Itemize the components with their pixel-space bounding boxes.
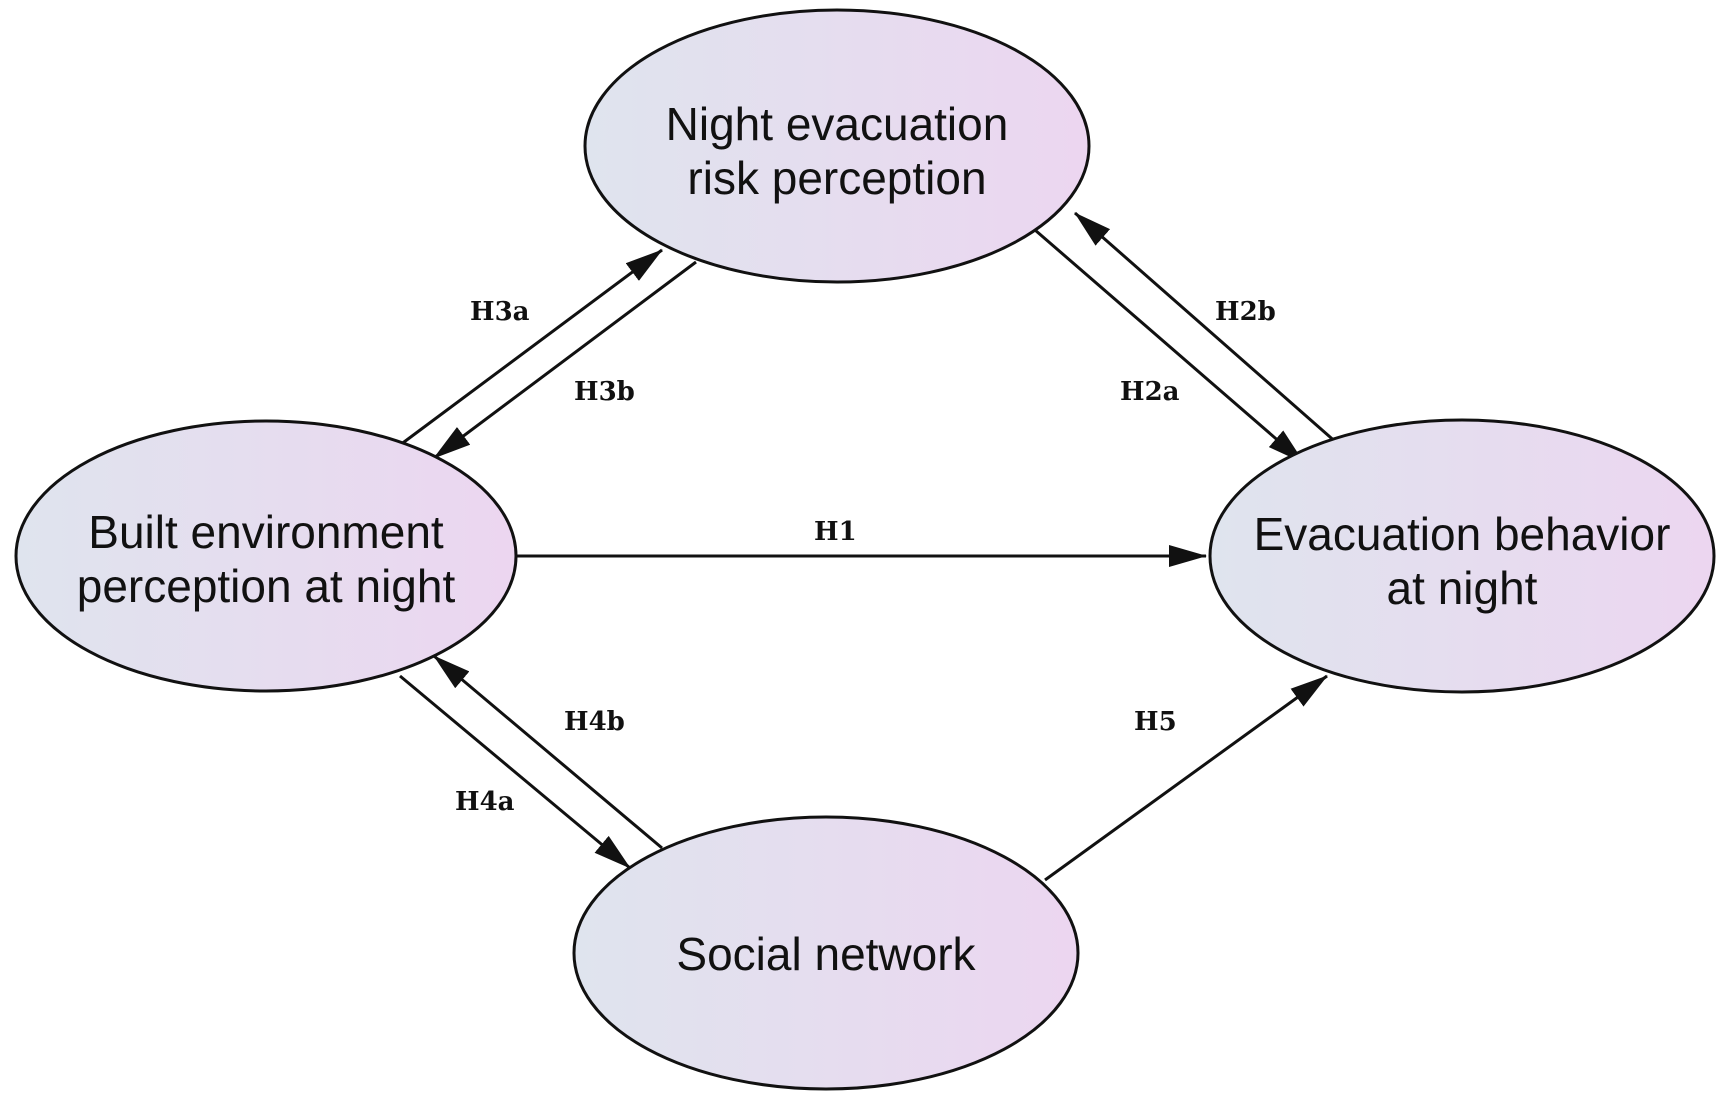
edge-label-h2b: H2b (1215, 297, 1276, 327)
node-built-environment-perception: Built environment perception at night (14, 419, 518, 693)
edge-label-h3b: H3b (574, 377, 635, 407)
edge-label-h3a: H3a (470, 297, 530, 327)
node-risk-line2: risk perception (687, 152, 986, 204)
node-evacuation-behavior-at-night: Evacuation behavior at night (1208, 418, 1716, 694)
edge-label-h1: H1 (814, 517, 857, 547)
edge-h4a-arrow (399, 674, 631, 870)
edge-h4b-arrow (433, 654, 663, 850)
node-built-line2: perception at night (77, 560, 456, 612)
node-night-evacuation-risk-perception: Night evacuation risk perception (583, 8, 1091, 284)
node-risk-line1: Night evacuation (666, 98, 1009, 150)
edge-label-h5: H5 (1134, 707, 1177, 737)
edge-label-h4a: H4a (455, 787, 515, 817)
node-behavior-line2: at night (1387, 562, 1538, 614)
edge-h5-arrow (1044, 674, 1328, 882)
edge-h3a-arrow (399, 248, 663, 447)
node-social-line1: Social network (676, 928, 976, 980)
node-built-line1: Built environment (88, 506, 444, 558)
edge-label-h4b: H4b (564, 707, 625, 737)
edge-h2b-arrow (1074, 211, 1339, 446)
node-behavior-line1: Evacuation behavior (1254, 508, 1671, 560)
edge-h3b-arrow (433, 260, 697, 460)
edge-label-h2a: H2a (1120, 377, 1180, 407)
node-social-network: Social network (572, 815, 1080, 1091)
edge-h2a-arrow (1034, 228, 1305, 465)
